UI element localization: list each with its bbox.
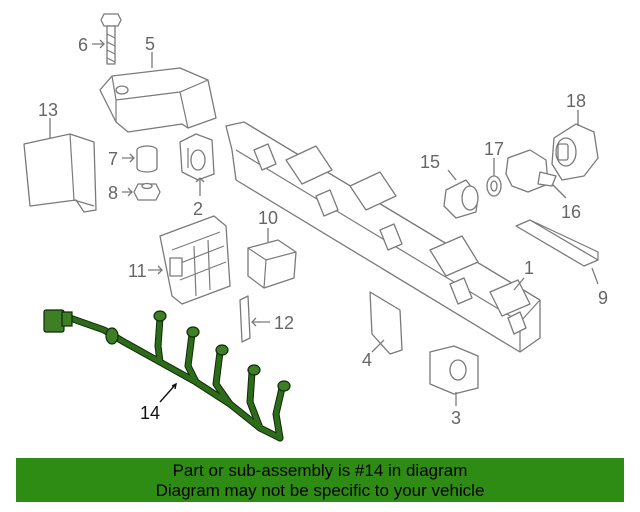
part-4-plate [369, 291, 403, 355]
callout-3: 3 [451, 408, 461, 428]
callout-numbers: 6 5 13 7 8 2 10 11 12 4 3 1 9 15 17 16 1… [38, 34, 608, 428]
banner-line-disclaimer: Diagram may not be specific to your vehi… [155, 481, 485, 500]
callout-7: 7 [108, 149, 118, 169]
part-10-module [247, 239, 297, 289]
callout-11: 11 [128, 261, 147, 281]
part-6-bolt [100, 13, 122, 65]
part-14-wiring-harness [43, 309, 291, 442]
part-12-clip [239, 295, 251, 343]
callout-2: 2 [193, 199, 203, 219]
part-7-spacer [136, 145, 158, 173]
callout-8: 8 [108, 183, 118, 203]
part-1-bumper-beam [225, 121, 541, 353]
part-3-bracket [429, 345, 479, 395]
callout-5: 5 [145, 34, 155, 54]
callout-16: 16 [561, 202, 581, 222]
callout-17: 17 [484, 139, 504, 159]
part-5-bracket-block [99, 67, 217, 133]
part-9-strip [515, 219, 599, 267]
leader-lines [49, 39, 599, 406]
part-16-holder [505, 149, 557, 193]
part-11-bracket-assembly [159, 215, 231, 305]
part-17-ring [486, 175, 502, 197]
callout-14: 14 [140, 403, 160, 423]
part-13-shield-plate [23, 133, 97, 213]
callout-1: 1 [524, 258, 534, 278]
part-18-bezel [551, 123, 599, 181]
callout-4: 4 [362, 350, 372, 370]
banner-line-part-number: Part or sub-assembly is #14 in diagram [172, 461, 468, 480]
callout-15: 15 [420, 152, 440, 172]
part-8-nut [133, 182, 161, 201]
callout-13: 13 [38, 100, 58, 120]
part-15-sensor [443, 179, 479, 219]
callout-18: 18 [566, 91, 586, 111]
callout-10: 10 [258, 208, 278, 228]
callout-6: 6 [78, 35, 88, 55]
info-banner: Part or sub-assembly is #14 in diagram D… [16, 458, 624, 502]
part-2-mounting-bracket [179, 133, 215, 181]
callout-12: 12 [274, 313, 294, 333]
callout-9: 9 [598, 288, 608, 308]
